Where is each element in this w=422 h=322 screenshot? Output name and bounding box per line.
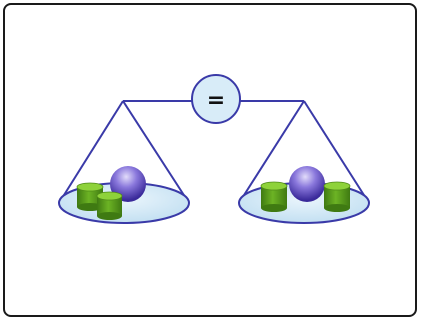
equals-symbol: = (191, 74, 241, 124)
left-hanger (58, 100, 190, 204)
image-frame (3, 3, 417, 317)
left-cylinder-1 (76, 182, 104, 211)
right-pan (238, 166, 370, 224)
left-pan (58, 166, 190, 224)
right-sphere (289, 166, 325, 202)
right-hanger (238, 100, 370, 204)
right-cylinder-1 (260, 181, 288, 212)
equals-sign-text: = (207, 88, 225, 113)
right-cylinder-2 (323, 181, 351, 212)
left-cylinder-2 (96, 191, 123, 220)
